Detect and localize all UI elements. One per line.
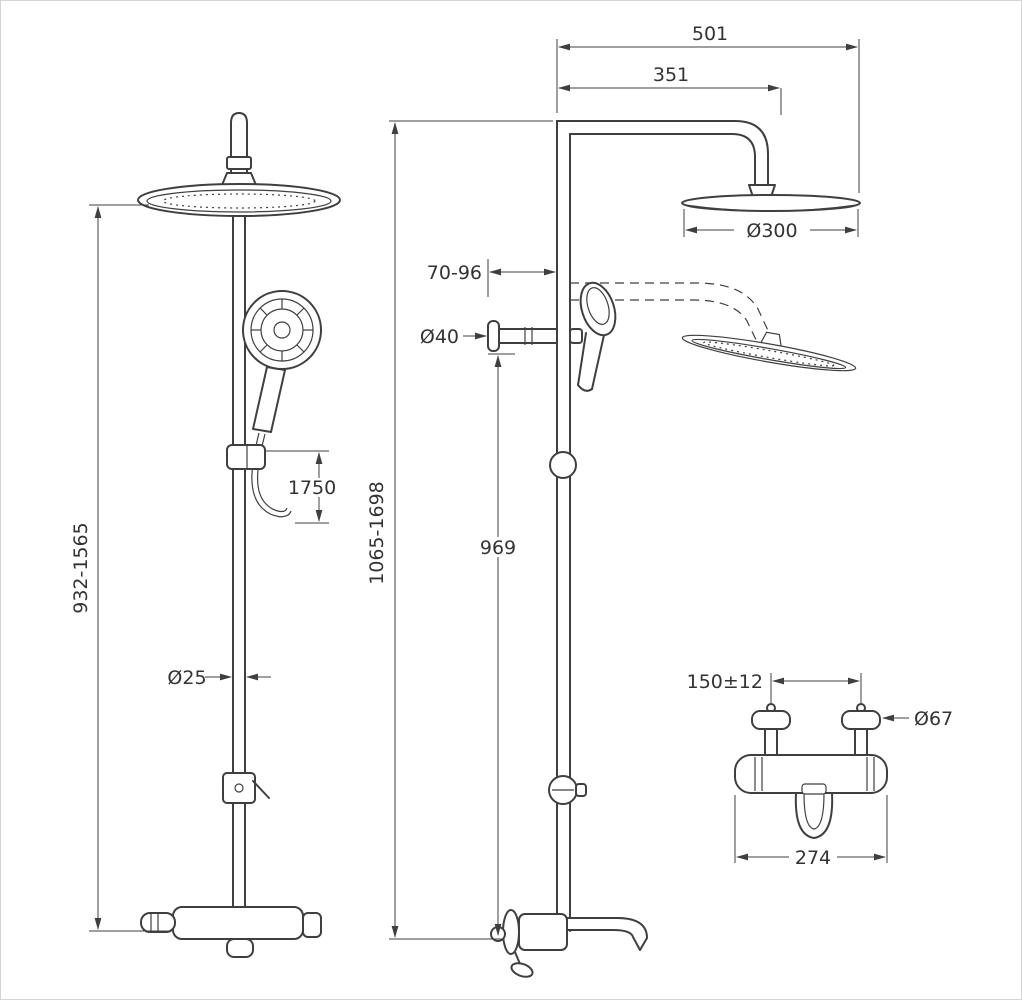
- valve-detail-view: [734, 703, 888, 839]
- dim-label-escutcheon-diameter: Ø67: [914, 708, 953, 730]
- dim-arm-projection: 351: [558, 64, 782, 115]
- dim-lower-height: 969: [477, 353, 519, 936]
- dim-inlet-spacing: 150±12: [687, 671, 862, 703]
- side-riser-pipe: [556, 120, 571, 932]
- dim-label-body-width: 274: [795, 847, 831, 869]
- side-diverter: [548, 775, 587, 805]
- front-overhead-shower: [137, 183, 341, 217]
- side-overhead-shower-tilted: [681, 331, 857, 372]
- side-slider-ring: [549, 451, 577, 479]
- detail-spout-loop: [794, 783, 834, 839]
- side-overhead-shower: [681, 194, 861, 212]
- front-top-pipe: [221, 112, 257, 186]
- dim-label-top-width: 501: [692, 23, 728, 45]
- dim-wall-offset: 70-96: [427, 259, 556, 297]
- dimensions: 932-1565 1750 Ø25 501 351: [70, 23, 953, 940]
- side-shower-arm: [556, 120, 776, 198]
- side-arm-lowered-position: [570, 282, 772, 345]
- dim-front-height-range: 932-1565: [70, 204, 169, 932]
- dim-total-height-range: 1065-1698: [366, 120, 553, 940]
- front-view: [137, 112, 341, 958]
- front-riser-pipe: [232, 214, 246, 910]
- dim-label-pipe-diameter: Ø25: [167, 667, 206, 689]
- front-mixer-valve: [140, 906, 322, 958]
- dim-body-width: 274: [734, 795, 888, 869]
- side-mixer-valve: [490, 909, 648, 978]
- dim-top-width: 501: [556, 23, 860, 193]
- dim-pipe-diameter: Ø25: [167, 667, 271, 689]
- dim-label-head-diameter: Ø300: [746, 220, 797, 242]
- dim-label-arm-projection: 351: [653, 64, 689, 86]
- dim-label-hose-length: 1750: [288, 477, 336, 499]
- side-wall-union: [487, 320, 558, 352]
- front-diverter: [222, 772, 270, 804]
- dim-label-front-height-range: 932-1565: [70, 522, 92, 613]
- dim-label-wall-offset: 70-96: [427, 262, 482, 284]
- front-hand-shower: [242, 290, 322, 518]
- front-slider-bracket: [226, 444, 266, 470]
- dim-hose-length: 1750: [265, 450, 336, 524]
- spray-pattern: [251, 299, 313, 361]
- dim-label-inlet-spacing: 150±12: [687, 671, 763, 693]
- side-hand-shower: [569, 281, 617, 392]
- dim-label-total-height-range: 1065-1698: [366, 481, 388, 585]
- dim-label-lower-height: 969: [480, 537, 516, 559]
- dim-label-flange-diameter: Ø40: [420, 326, 459, 348]
- detail-valve-body: [734, 754, 888, 794]
- dim-escutcheon-diameter: Ø67: [882, 708, 953, 730]
- dim-flange-diameter: Ø40: [420, 326, 487, 348]
- dim-head-diameter: Ø300: [683, 209, 859, 242]
- side-view: [487, 120, 861, 978]
- detail-valve-stems: [751, 703, 881, 758]
